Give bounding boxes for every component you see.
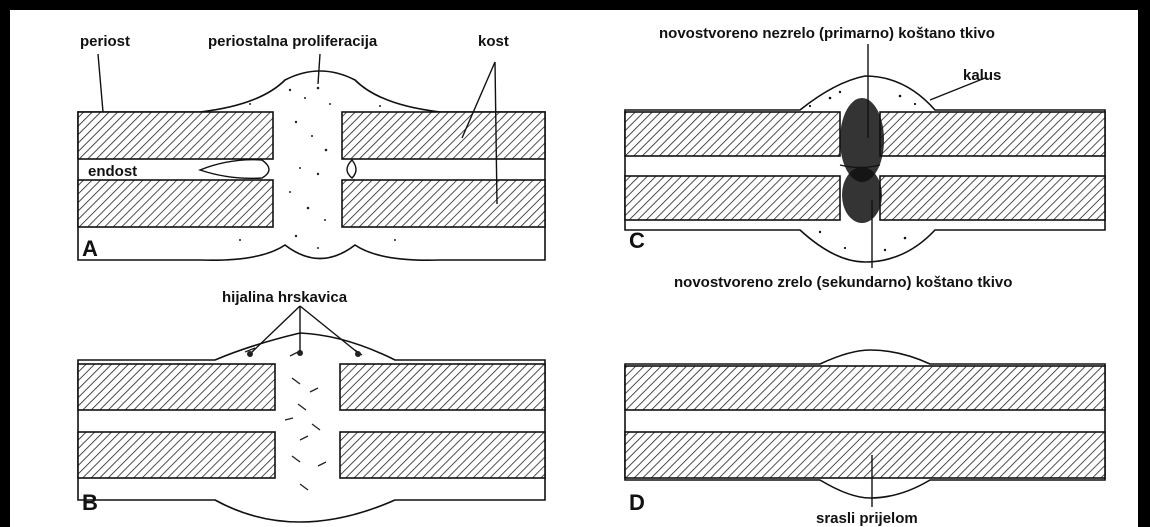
panel-c-primary-label: novostvoreno nezrelo (primarno) koštano … <box>659 25 995 42</box>
panel-b-letter: B <box>82 490 98 515</box>
panel-d-upper-bone <box>625 366 1105 410</box>
panel-b-callus-outline <box>78 333 545 522</box>
panel-a-endost-label: endost <box>88 163 137 180</box>
panel-c-letter: C <box>629 228 645 253</box>
panel-b-lower-left-bone <box>78 432 275 478</box>
panel-a-periost-label: periost <box>80 33 130 50</box>
panel-a-upper-right-bone <box>342 112 545 159</box>
panel-c-upper-right-bone <box>880 112 1105 156</box>
panel-c-lower-right-bone <box>880 176 1105 220</box>
panel-b-lower-right-bone <box>340 432 545 478</box>
panel-b-upper-left-bone <box>78 364 275 410</box>
panel-a-letter: A <box>82 236 98 261</box>
panel-d-healed-label: srasli prijelom <box>816 510 918 527</box>
panel-a-lower-right-bone <box>342 180 545 227</box>
panel-a-proliferation-label: periostalna proliferacija <box>208 33 378 50</box>
panel-c-callus-label: kalus <box>963 67 1001 84</box>
panel-d-lower-bone <box>625 432 1105 478</box>
panel-c-secondary-label: novostvoreno zrelo (sekundarno) koštano … <box>674 274 1012 291</box>
panel-a-lower-left-bone <box>78 180 273 227</box>
panel-c-lower-left-bone <box>625 176 840 220</box>
panel-a-bone-label: kost <box>478 33 509 50</box>
panel-b-cartilage-label: hijalina hrskavica <box>222 289 348 306</box>
panel-a-upper-left-bone <box>78 112 273 159</box>
panel-d-letter: D <box>629 490 645 515</box>
panel-c-upper-left-bone <box>625 112 840 156</box>
panel-b-upper-right-bone <box>340 364 545 410</box>
